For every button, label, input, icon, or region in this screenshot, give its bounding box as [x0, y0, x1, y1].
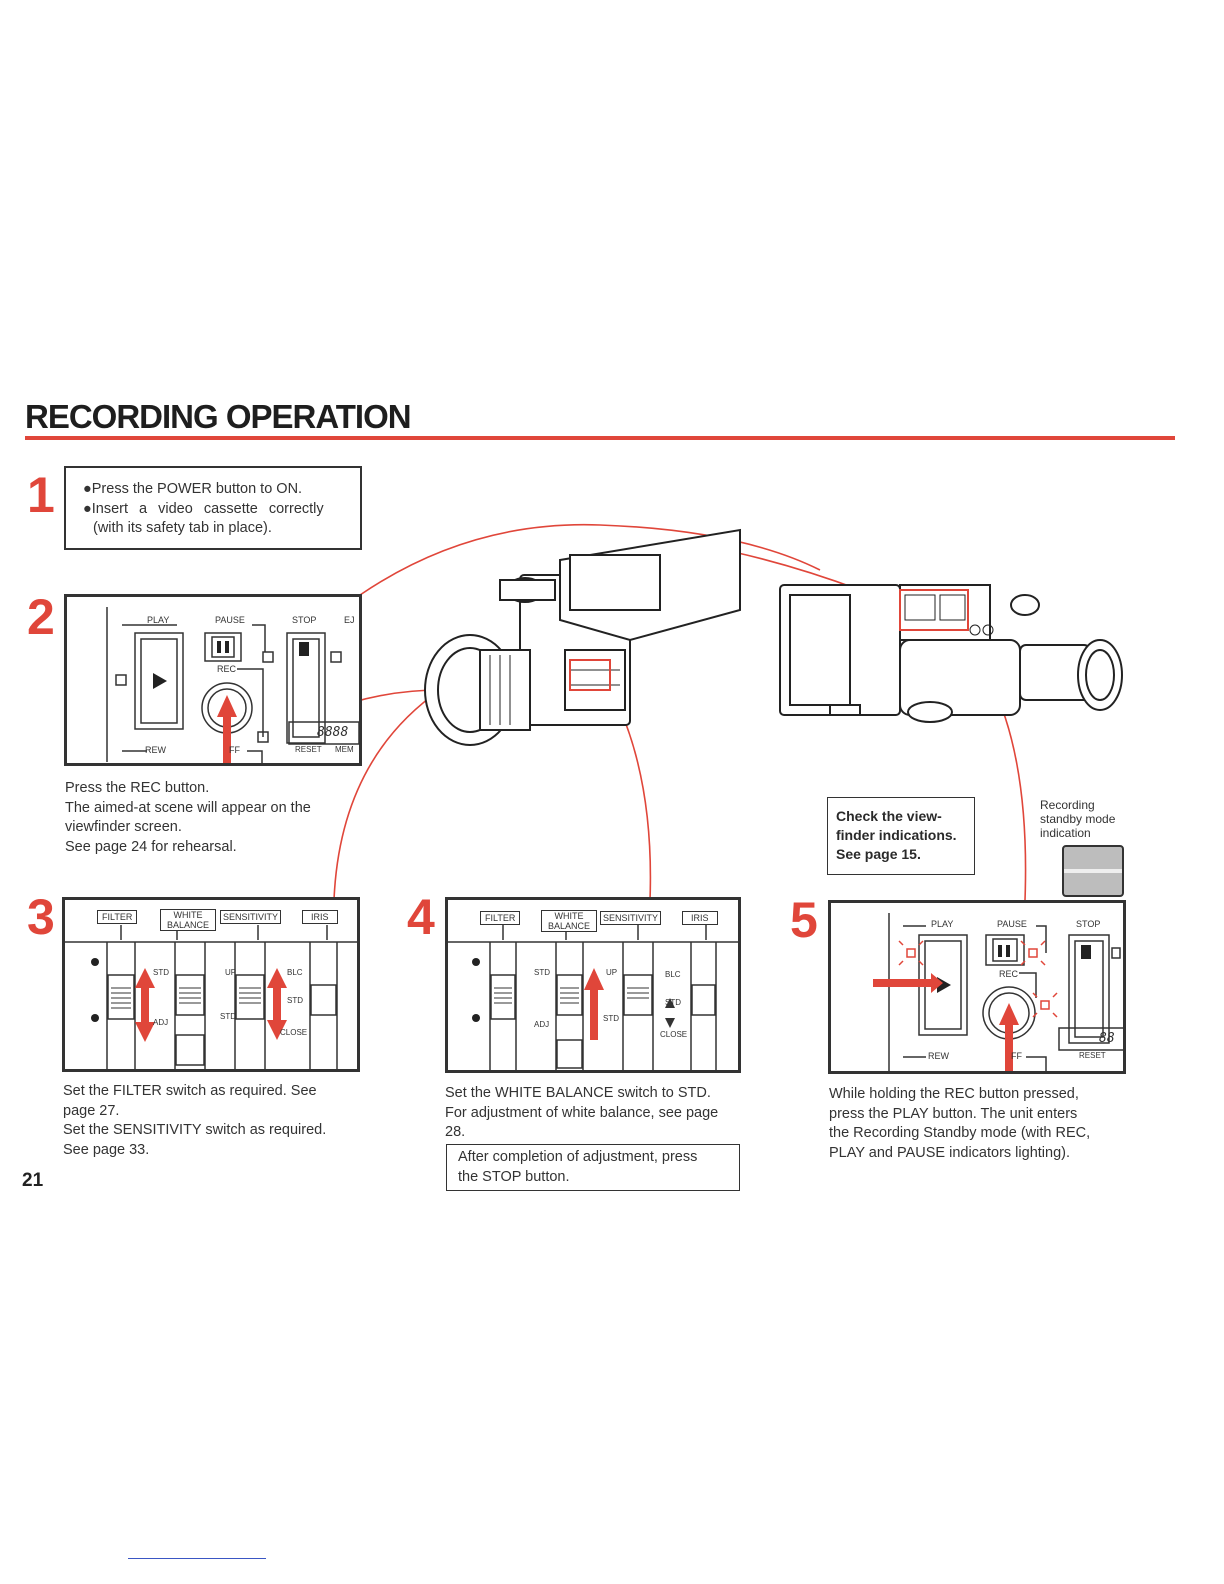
step5-number: 5 — [790, 892, 818, 948]
standby-indication-label: Recording standby mode indication — [1040, 798, 1115, 840]
std-label: STD — [153, 968, 169, 977]
filter-label: FILTER — [97, 910, 138, 924]
deck-buttons-diagram — [873, 913, 1123, 1071]
std3-label: STD — [287, 996, 303, 1005]
standby-indicator-screen — [1062, 845, 1124, 897]
step5-line: PLAY and PAUSE indicators lighting). — [829, 1144, 1070, 1161]
up-label: UP — [606, 968, 618, 977]
std2-label: STD — [603, 1014, 619, 1023]
step5-line: While holding the REC button pressed, — [829, 1086, 1079, 1102]
pause-label: PAUSE — [215, 615, 245, 625]
step3-instructions: Set the FILTER switch as required. See p… — [63, 1082, 368, 1160]
step4-number: 4 — [407, 889, 435, 945]
reset-label: RESET — [1079, 1051, 1106, 1060]
step2-line: See page 24 for rehearsal. — [65, 838, 237, 855]
page-number: 21 — [22, 1170, 44, 1191]
title-rule — [25, 436, 1175, 440]
blc-label: BLC — [287, 968, 303, 977]
iris-label: IRIS — [682, 911, 718, 925]
page-title: RECORDING OPERATION — [25, 398, 412, 435]
rec-label: REC — [999, 969, 1019, 979]
memo-label: MEM — [335, 745, 354, 754]
viewfinder-check-line: See page 15. — [836, 846, 921, 862]
close-label: CLOSE — [280, 1028, 308, 1037]
step4-line: Set the WHITE BALANCE switch to STD. — [445, 1085, 711, 1101]
step5-line: press the PLAY button. The unit enters — [829, 1105, 1078, 1122]
adj-label: ADJ — [153, 1018, 169, 1027]
up-label: UP — [225, 968, 237, 977]
step1-instructions: ●Press the POWER button to ON. ●Insert a… — [64, 466, 362, 550]
counter-display: 88 — [1099, 1031, 1115, 1046]
step4-instructions: Set the WHITE BALANCE switch to STD. For… — [445, 1084, 745, 1143]
step1-line: (with its safety tab in place). — [93, 520, 272, 536]
white-balance-label: WHITE BALANCE — [160, 909, 216, 931]
blc-label: BLC — [665, 970, 681, 979]
close-label: CLOSE — [660, 1030, 688, 1039]
sensitivity-label: SENSITIVITY — [600, 911, 662, 925]
counter-display: 8888 — [317, 725, 349, 740]
step3-number: 3 — [27, 889, 55, 945]
step1-number: 1 — [27, 467, 55, 523]
step2-line: viewfinder screen. — [65, 819, 182, 835]
play-label: PLAY — [147, 615, 170, 625]
step5-instructions: While holding the REC button pressed, pr… — [829, 1085, 1129, 1163]
adj-label: ADJ — [534, 1020, 550, 1029]
viewfinder-check-line: finder indications. — [836, 827, 957, 843]
std-label: STD — [534, 968, 550, 977]
step1-line: ●Press the POWER button to ON. — [83, 481, 303, 497]
step4-line: For adjustment of white balance, see pag… — [445, 1104, 719, 1121]
switch-diagram — [448, 925, 738, 1070]
rew-label: REW — [145, 745, 166, 755]
step4-line: 28. — [445, 1124, 466, 1140]
ff-label: FF — [229, 745, 240, 755]
white-balance-label: WHITE BALANCE — [541, 910, 597, 932]
step1-line: ●Insert a video cassette correctly — [83, 500, 324, 517]
viewfinder-check-line: Check the view- — [836, 808, 942, 824]
step2-line: Press the REC button. — [65, 780, 210, 796]
standby-label-line: indication — [1040, 826, 1091, 840]
std2-label: STD — [220, 1012, 236, 1021]
standby-label-line: standby mode — [1040, 812, 1116, 826]
standby-label-line: Recording — [1040, 798, 1095, 812]
ff-label: FF — [1011, 1051, 1022, 1061]
std3-label: STD — [665, 998, 681, 1007]
step4-note-line: After completion of adjustment, press — [458, 1149, 698, 1165]
step4-note: After completion of adjustment, press th… — [446, 1144, 740, 1191]
rec-label: REC — [217, 664, 237, 674]
step3-line: page 27. — [63, 1102, 120, 1119]
step2-line: The aimed-at scene will appear on the — [65, 799, 311, 816]
step2-control-panel: PLAY PAUSE STOP EJ REC 8888 REW FF RESET… — [64, 594, 362, 766]
step4-switch-panel: FILTER WHITE BALANCE SENSITIVITY IRIS ST… — [445, 897, 741, 1073]
step5-line: the Recording Standby mode (with REC, — [829, 1125, 1091, 1141]
step3-switch-panel: FILTER WHITE BALANCE SENSITIVITY IRIS ST… — [62, 897, 360, 1072]
switch-diagram — [65, 925, 357, 1069]
step2-number: 2 — [27, 589, 55, 645]
footer-link-underline — [128, 1558, 266, 1559]
iris-label: IRIS — [302, 910, 338, 924]
reset-label: RESET — [295, 745, 322, 754]
stop-label: STOP — [1076, 919, 1101, 929]
deck-buttons-diagram — [106, 607, 359, 763]
eject-label: EJ — [344, 615, 355, 625]
step3-line: Set the FILTER switch as required. See — [63, 1083, 317, 1099]
step3-line: See page 33. — [63, 1141, 150, 1158]
step4-note-line: the STOP button. — [458, 1168, 570, 1185]
filter-label: FILTER — [480, 911, 521, 925]
step3-line: Set the SENSITIVITY switch as required. — [63, 1122, 327, 1138]
stop-label: STOP — [292, 615, 317, 625]
play-label: PLAY — [931, 919, 954, 929]
rew-label: REW — [928, 1051, 949, 1061]
step5-control-panel: PLAY PAUSE STOP REC 88 REW FF RESET — [828, 900, 1126, 1074]
pause-label: PAUSE — [997, 919, 1027, 929]
sensitivity-label: SENSITIVITY — [220, 910, 282, 924]
step2-instructions: Press the REC button. The aimed-at scene… — [65, 779, 365, 857]
viewfinder-check-box: Check the view- finder indications. See … — [827, 797, 975, 875]
